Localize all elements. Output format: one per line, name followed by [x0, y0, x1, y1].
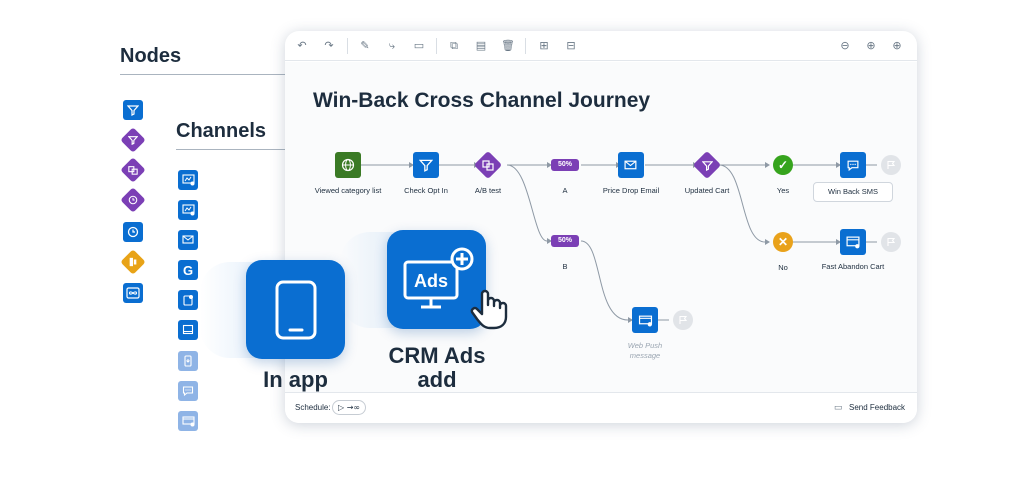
- crm-ads-tile[interactable]: Ads: [387, 230, 486, 329]
- viewed-category-label: Viewed category list: [314, 186, 382, 195]
- toolbar-divider: [347, 38, 348, 54]
- check-opt-in-node[interactable]: [413, 152, 439, 178]
- split-icon: [482, 160, 494, 171]
- ab-test-node[interactable]: [473, 150, 503, 180]
- updated-cart-node[interactable]: [692, 150, 722, 180]
- win-back-sms-node[interactable]: [840, 152, 866, 178]
- in-app-icon[interactable]: [178, 290, 198, 310]
- channels-divider: [176, 149, 286, 150]
- layout-horizontal-icon[interactable]: ⊞: [539, 39, 549, 52]
- web-ads-icon: [846, 236, 860, 248]
- connector-icon[interactable]: ⤷: [388, 39, 396, 52]
- ab-test-label: A/B test: [474, 186, 502, 195]
- branch-b-label: B: [562, 262, 568, 271]
- journey-canvas[interactable]: [285, 62, 917, 392]
- ads-text: Ads: [413, 271, 447, 291]
- in-app-label: In app: [263, 367, 328, 392]
- end-flag-icon: [881, 232, 901, 252]
- price-drop-email-node[interactable]: [618, 152, 644, 178]
- web-ads-alt-icon[interactable]: [178, 200, 198, 220]
- undo-icon[interactable]: ↶: [297, 39, 307, 52]
- paste-icon[interactable]: ▤: [475, 39, 487, 52]
- viewed-category-node[interactable]: [335, 152, 361, 178]
- end-flag-icon: [881, 155, 901, 175]
- branch-a-percentage[interactable]: 50%: [551, 159, 579, 171]
- feedback-icon[interactable]: ▭: [834, 402, 843, 412]
- branch-b-percentage[interactable]: 50%: [551, 235, 579, 247]
- email-icon: [624, 160, 637, 169]
- channels-heading: Channels: [176, 120, 267, 142]
- no-label: No: [778, 263, 788, 272]
- sms-icon: [847, 160, 859, 171]
- yes-check-icon[interactable]: ✓: [773, 155, 793, 175]
- fast-abandon-cart-node[interactable]: [840, 229, 866, 255]
- updated-cart-label: Updated Cart: [684, 186, 730, 195]
- infinity-icon[interactable]: [123, 283, 143, 303]
- end-flag-icon: [673, 310, 693, 330]
- fast-abandon-cart-label: Fast Abandon Cart: [821, 262, 885, 271]
- mobile-push-icon[interactable]: [178, 351, 198, 371]
- globe-icon: [341, 158, 355, 172]
- nodes-heading: Nodes: [120, 45, 182, 67]
- nodes-divider: [120, 74, 290, 75]
- journey-editor-window: ↶ ↷ ✎ ⤷ ▭ ⧉ ▤ 🗑 ⊞ ⊟ ⊖ ⊕ ⊕: [285, 31, 917, 423]
- zoom-fit-icon[interactable]: ⊖: [840, 39, 850, 52]
- win-back-sms-label[interactable]: Win Back SMS: [813, 182, 893, 202]
- crm-ads-label: CRM Ads add: [388, 343, 486, 392]
- web-push-icon: [638, 315, 652, 326]
- copy-icon[interactable]: ⧉: [450, 39, 458, 52]
- editor-toolbar: ↶ ↷ ✎ ⤷ ▭ ⧉ ▤ 🗑 ⊞ ⊟ ⊖ ⊕ ⊕: [285, 31, 917, 61]
- hand-cursor-icon: [470, 289, 508, 330]
- filter-icon: [419, 159, 433, 172]
- web-push-icon[interactable]: [178, 411, 198, 431]
- filter-icon: [701, 160, 713, 171]
- editor-footer: Schedule: ▷ →∞ ▭ Send Feedback: [285, 392, 917, 423]
- filter-icon[interactable]: [123, 100, 143, 120]
- sms-icon[interactable]: [178, 381, 198, 401]
- in-app-tile[interactable]: [246, 260, 345, 359]
- send-feedback-link[interactable]: Send Feedback: [849, 403, 906, 412]
- toolbar-divider: [525, 38, 526, 54]
- layout-vertical-icon[interactable]: ⊟: [566, 39, 576, 52]
- journey-title: Win-Back Cross Channel Journey: [313, 89, 651, 112]
- check-opt-in-label: Check Opt In: [404, 186, 448, 195]
- zoom-out-icon[interactable]: ⊕: [892, 39, 902, 52]
- yes-label: Yes: [776, 186, 790, 195]
- web-ads-icon[interactable]: [178, 170, 198, 190]
- clock-diamond-icon[interactable]: [120, 187, 146, 213]
- redo-icon[interactable]: ↷: [324, 39, 334, 52]
- no-cross-icon[interactable]: ✕: [773, 232, 793, 252]
- tablet-icon: [275, 280, 316, 339]
- web-push-label: Web Push message: [627, 341, 663, 360]
- pencil-icon[interactable]: ✎: [360, 39, 370, 52]
- price-drop-email-label: Price Drop Email: [602, 186, 660, 195]
- schedule-label: Schedule:: [295, 403, 331, 412]
- web-push-node[interactable]: [632, 307, 658, 333]
- schedule-value-pill[interactable]: ▷ →∞: [332, 400, 367, 415]
- split-diamond-icon[interactable]: [120, 157, 146, 183]
- branch-diamond-icon[interactable]: [120, 249, 146, 275]
- ads-monitor-icon: Ads: [403, 247, 473, 308]
- branch-a-label: A: [562, 186, 568, 195]
- google-icon[interactable]: G: [178, 260, 198, 280]
- toolbar-divider: [436, 38, 437, 54]
- delete-icon[interactable]: 🗑: [501, 39, 515, 52]
- clock-icon[interactable]: [123, 222, 143, 242]
- zoom-in-icon[interactable]: ⊕: [866, 39, 876, 52]
- display-icon[interactable]: [178, 320, 198, 340]
- filter-diamond-icon[interactable]: [120, 127, 146, 153]
- email-icon[interactable]: [178, 230, 198, 250]
- comment-icon[interactable]: ▭: [413, 39, 425, 52]
